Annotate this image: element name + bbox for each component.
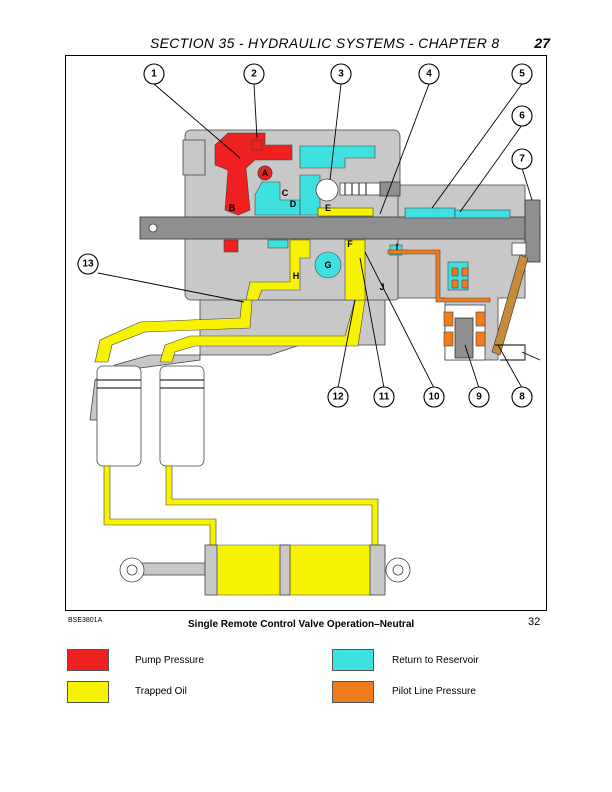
svg-text:10: 10 — [428, 392, 440, 403]
page-number: 27 — [534, 35, 550, 51]
callout-9: 9 — [468, 386, 490, 408]
detent-lever — [491, 254, 529, 356]
pilot-line — [387, 249, 491, 303]
piston — [279, 544, 291, 596]
port-label-d: D — [290, 199, 297, 209]
legend-label-pump-pressure: Pump Pressure — [135, 655, 204, 666]
legend-swatch-trapped-oil — [67, 681, 109, 703]
port-label-c: C — [282, 188, 289, 198]
port-label-j: J — [379, 282, 384, 292]
check-ball — [315, 178, 339, 202]
figure-frame — [65, 55, 547, 611]
callout-2: 2 — [243, 63, 265, 85]
callout-6: 6 — [511, 105, 533, 127]
legend-swatch-return-to-reservoir — [332, 649, 374, 671]
svg-text:7: 7 — [519, 154, 525, 165]
left-end-boss — [182, 139, 206, 176]
legend-swatch-pump-pressure — [67, 649, 109, 671]
callout-11: 11 — [373, 386, 395, 408]
callout-12: 12 — [327, 386, 349, 408]
port-label-g: G — [324, 260, 331, 270]
spool-end-cap — [524, 199, 541, 263]
figure-number: 32 — [528, 616, 541, 628]
svg-text:13: 13 — [82, 259, 94, 270]
section-title: SECTION 35 - HYDRAULIC SYSTEMS - CHAPTER… — [150, 35, 500, 51]
svg-text:6: 6 — [519, 111, 525, 122]
return-passage — [299, 145, 376, 169]
port-label-i: I — [396, 242, 399, 252]
svg-text:11: 11 — [379, 392, 390, 403]
cylinder-barrel — [204, 544, 386, 596]
svg-text:12: 12 — [332, 392, 344, 403]
callout-10: 10 — [423, 386, 445, 408]
left-coupler — [96, 365, 142, 467]
legend-label-return-to-reservoir: Return to Reservoir — [392, 655, 479, 666]
port-label-b: B — [229, 203, 236, 213]
trapped-oil-valve — [245, 239, 311, 301]
svg-text:8: 8 — [519, 392, 525, 403]
port-label-e: E — [325, 203, 331, 213]
legend-label-pilot-line-pressure: Pilot Line Pressure — [392, 686, 476, 697]
line-to-rod — [103, 465, 217, 556]
figure-caption: Single Remote Control Valve Operation–Ne… — [188, 619, 415, 630]
svg-text:2: 2 — [251, 69, 257, 80]
callout-13: 13 — [77, 253, 99, 275]
hydraulic-valve-diagram: .gray { fill: #c8c8c8; stroke: #444; str… — [77, 63, 541, 596]
svg-text:1: 1 — [151, 69, 157, 80]
svg-text:5: 5 — [519, 69, 525, 80]
port-label-a: A — [262, 168, 269, 178]
callout-5: 5 — [511, 63, 533, 85]
svg-text:3: 3 — [338, 69, 344, 80]
legend-swatch-pilot-line-pressure — [332, 681, 374, 703]
callout-1: 1 — [143, 63, 165, 85]
spool — [139, 216, 541, 240]
callout-3: 3 — [330, 63, 352, 85]
callout-8: 8 — [511, 386, 533, 408]
port-label-f: F — [347, 239, 353, 249]
legend-label-trapped-oil: Trapped Oil — [135, 686, 187, 697]
callout-7: 7 — [511, 148, 533, 170]
figure-code: BSE3801A — [68, 617, 103, 624]
line-to-cap — [165, 465, 379, 556]
svg-text:9: 9 — [476, 392, 482, 403]
svg-text:4: 4 — [426, 69, 432, 80]
page-header: SECTION 35 - HYDRAULIC SYSTEMS - CHAPTER… — [0, 35, 612, 55]
port-label-h: H — [293, 271, 300, 281]
right-coupler — [159, 365, 205, 467]
callout-4: 4 — [418, 63, 440, 85]
